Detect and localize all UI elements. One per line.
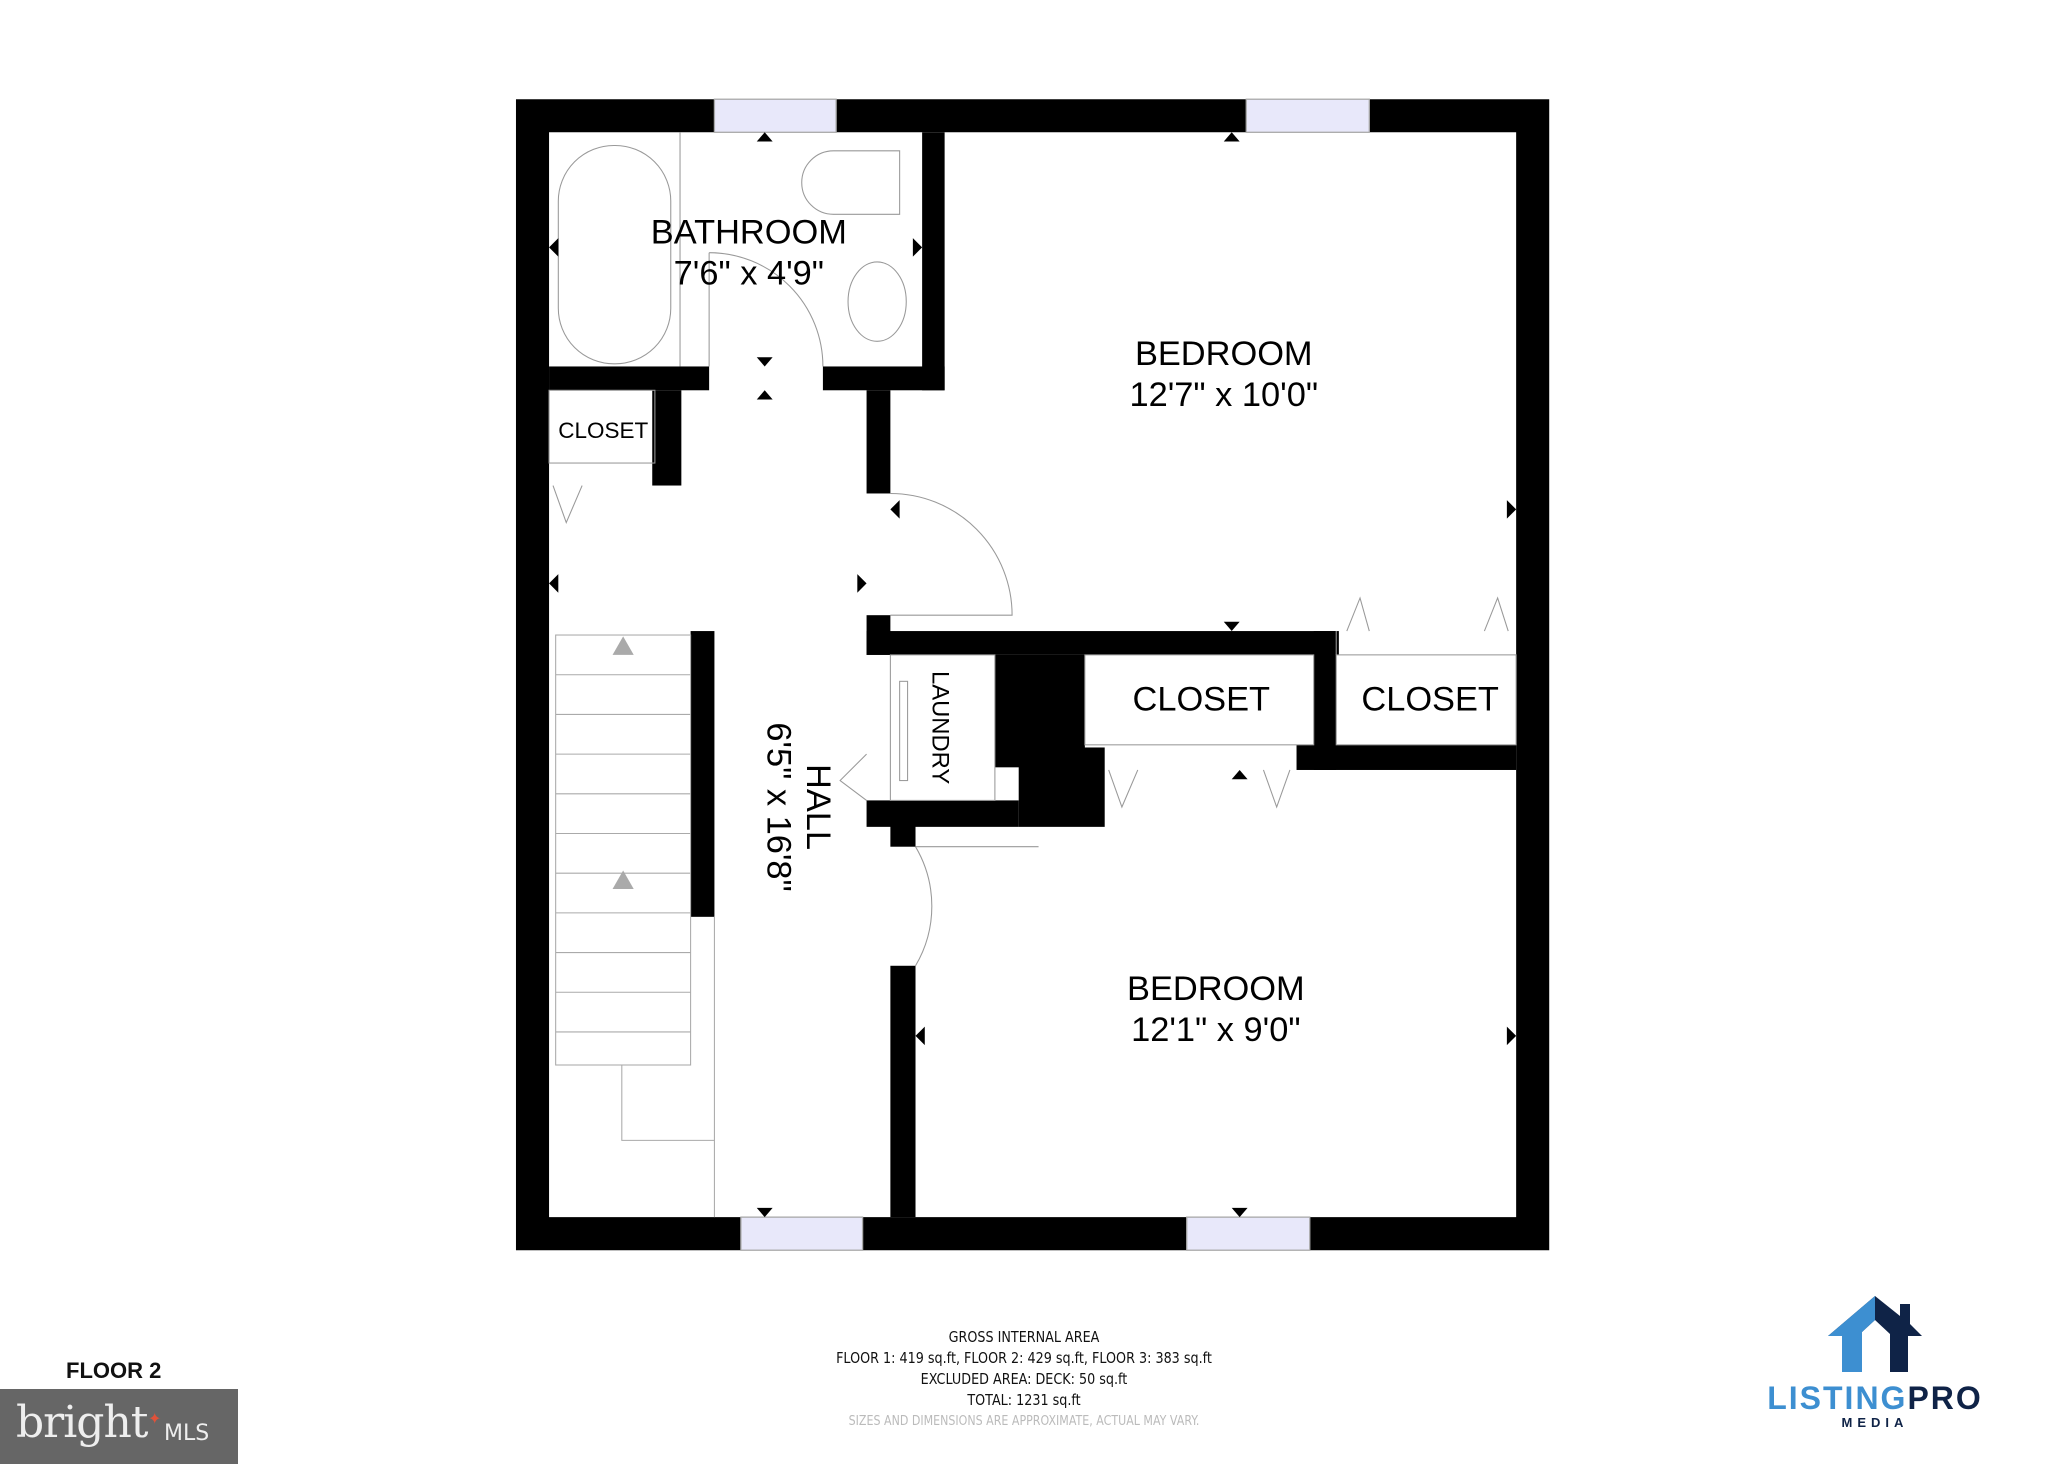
room-dims: 6'5" x 16'8" [759,722,797,891]
bright-word: bright [16,1397,148,1448]
room-name: CLOSET [1133,680,1271,718]
room-dims: 7'6" x 4'9" [674,254,824,292]
door-swing [709,252,824,367]
room-name: CLOSET [558,418,648,443]
room-name: BEDROOM [1127,970,1305,1008]
door-swing [915,846,933,967]
bright-mls-logo: bright MLS ✦ [0,1389,238,1464]
area-floors: FLOOR 1: 419 sq.ft, FLOOR 2: 429 sq.ft, … [836,1349,1212,1367]
room-name: BATHROOM [651,213,847,251]
window [740,1216,864,1251]
media-text: MEDIA [1841,1415,1909,1430]
room-name: LAUNDRY [927,671,954,784]
area-summary: GROSS INTERNAL AREA FLOOR 1: 419 sq.ft, … [154,1327,1895,1432]
bright-mls: MLS [164,1421,210,1446]
listing-text: LISTING [1767,1380,1908,1416]
arrow-up-icon [612,636,634,655]
room-dims: 12'1" x 9'0" [1131,1011,1300,1049]
stairs [555,634,715,1218]
room-dims: 12'7" x 10'0" [1130,376,1319,414]
area-title: GROSS INTERNAL AREA [948,1328,1100,1346]
area-excluded: EXCLUDED AREA: DECK: 50 sq.ft [920,1370,1128,1388]
arrow-up-icon [612,870,634,890]
interior-walls [549,132,1517,1218]
listingpro-logo: LISTINGPRO MEDIA [1755,1292,1995,1430]
floor-label: FLOOR 2 [66,1358,162,1383]
area-total: TOTAL: 1231 sq.ft [967,1391,1081,1409]
sink [847,261,907,342]
pro-text: PRO [1907,1380,1983,1416]
window [1186,1216,1311,1251]
toilet [801,150,901,215]
window [1245,98,1370,133]
room-name: BEDROOM [1135,335,1313,373]
windows [713,98,1370,1251]
dimension-markers [549,132,1517,1218]
room-name: CLOSET [1361,680,1499,718]
window [713,98,837,133]
bright-star-icon: ✦ [148,1409,162,1428]
bathtub [557,144,672,365]
fixtures [548,132,1517,1218]
room-labels: BATHROOM 7'6" x 4'9" BEDROOM 12'7" x 10'… [558,213,1499,1049]
door-swing [890,492,1013,616]
stair-arrows [612,636,634,890]
room-name: HALL [799,764,837,850]
disclaimer: SIZES AND DIMENSIONS ARE APPROXIMATE, AC… [848,1414,1200,1429]
house-icon [1828,1296,1922,1372]
